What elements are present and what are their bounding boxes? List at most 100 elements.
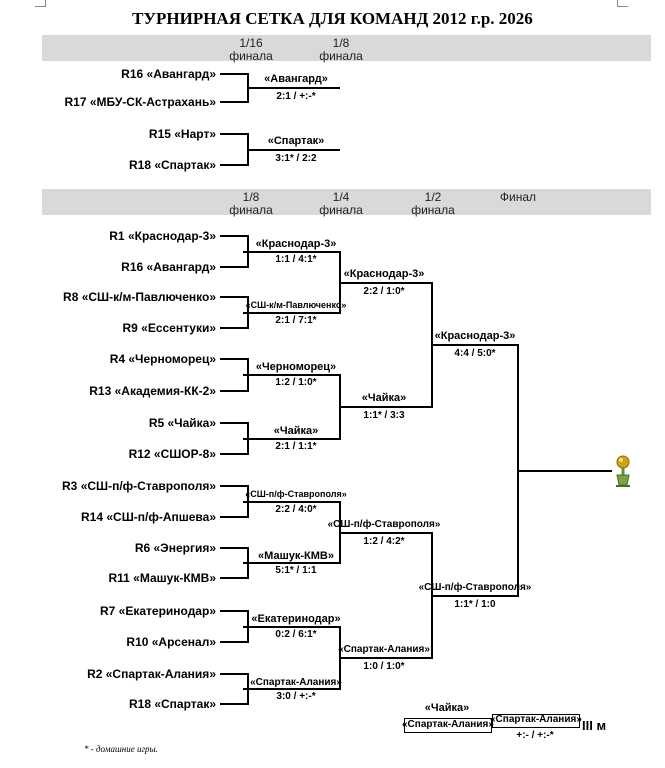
- team-line: [220, 235, 248, 237]
- winner-line: [248, 87, 340, 89]
- r16-winner-line: [248, 626, 340, 628]
- r16-winner-line: [248, 438, 340, 440]
- match-score: 4:4 / 5:0*: [454, 348, 496, 359]
- r16-winner-line: [248, 688, 340, 690]
- bracket-tick: [243, 374, 248, 376]
- qf-winner-line: [340, 532, 432, 534]
- team-line: [220, 358, 248, 360]
- footnote: * - домашние игры.: [84, 744, 158, 754]
- team-line: [220, 547, 248, 549]
- team-line: [220, 164, 248, 166]
- third-place-team-a: «Чайка»: [424, 702, 470, 714]
- r16-winner-line: [248, 312, 340, 314]
- third-place-team-b-box: [404, 718, 492, 733]
- bracket-tick: [243, 501, 248, 503]
- winner-name: «Екатеринодар»: [251, 613, 341, 625]
- match-score: 0:2 / 6:1*: [275, 629, 317, 640]
- winner-name: «СШ-п/ф-Ставрополя»: [327, 519, 441, 530]
- trophy-icon: [616, 455, 630, 487]
- third-place-winner: «Спартак-Алания»: [490, 714, 582, 725]
- winner-name: «СШ-к/м-Павлюченко»: [245, 300, 347, 310]
- winner-name: «Спартак-Алания»: [250, 677, 342, 688]
- winner-name: «Авангард»: [264, 73, 328, 85]
- team-label: R11 «Машук-КМВ»: [108, 571, 216, 585]
- bracket-tick: [243, 312, 248, 314]
- r16-winner-line: [248, 501, 340, 503]
- team-label: R3 «СШ-п/ф-Ставрополя»: [62, 479, 216, 493]
- third-place-winner-box: [492, 714, 580, 728]
- match-score: 2:1 / 7:1*: [275, 315, 317, 326]
- winner-name: «Чайка»: [273, 425, 319, 437]
- third-place-score: +:- / +:-*: [516, 730, 554, 741]
- team-label: R5 «Чайка»: [148, 416, 216, 430]
- winner-name: «Спартак»: [267, 135, 325, 147]
- qf-winner-line: [340, 406, 432, 408]
- team-label: R4 «Черноморец»: [109, 352, 216, 366]
- team-label: R16 «Авангард»: [121, 260, 216, 274]
- bracket-tick: [243, 562, 248, 564]
- team-label: R14 «СШ-п/ф-Апшева»: [81, 510, 216, 524]
- match-score: 1:2 / 1:0*: [275, 377, 317, 388]
- winner-name: «СШ-п/ф-Ставрополя»: [418, 582, 532, 593]
- bracket-tick: [243, 626, 248, 628]
- final-line: [518, 470, 612, 472]
- match-score: 1:0 / 1:0*: [363, 661, 405, 672]
- team-label: R9 «Ессентуки»: [122, 321, 216, 335]
- team-line: [220, 641, 248, 643]
- team-label: R18 «Спартак»: [128, 697, 216, 711]
- team-label: R2 «Спартак-Алания»: [87, 667, 216, 681]
- winner-name: «Машук-КМВ»: [258, 550, 334, 562]
- team-line: [220, 516, 248, 518]
- match-score: 1:1* / 3:3: [363, 410, 405, 421]
- team-line: [220, 453, 248, 455]
- winner-name: «Краснодар-3»: [434, 330, 516, 342]
- round-header-final: Финал: [499, 190, 537, 204]
- bracket-tick: [243, 438, 248, 440]
- page-title: ТУРНИРНАЯ СЕТКА ДЛЯ КОМАНД 2012 г.р. 202…: [132, 9, 533, 28]
- r16-winner-line: [248, 251, 340, 253]
- team-line: [220, 327, 248, 329]
- bracket-tick: [243, 688, 248, 690]
- team-label: R18 «Спартак»: [128, 158, 216, 172]
- winner-name: «Спартак-Алания»: [338, 644, 430, 655]
- match-score: 2:2 / 1:0*: [363, 286, 405, 297]
- header-band-1: [42, 35, 651, 61]
- team-label: R1 «Краснодар-3»: [109, 229, 216, 243]
- page-corner-mark: [617, 0, 628, 7]
- team-line: [220, 296, 248, 298]
- winner-name: «Чайка»: [361, 392, 407, 404]
- team-line: [220, 73, 248, 75]
- match-score: 2:1 / +:-*: [276, 91, 316, 102]
- team-line: [220, 266, 248, 268]
- team-line: [220, 422, 248, 424]
- team-line: [220, 610, 248, 612]
- match-score: 3:0 / +:-*: [276, 691, 316, 702]
- winner-name: «СШ-п/ф-Ставрополя»: [245, 489, 347, 499]
- team-label: R13 «Академия-КК-2»: [89, 384, 216, 398]
- header-band-2: [42, 189, 651, 215]
- winner-name: «Черноморец»: [255, 361, 337, 373]
- match-score: 2:2 / 4:0*: [275, 504, 317, 515]
- winner-name: «Краснодар-3»: [255, 238, 337, 250]
- team-label: R15 «Нарт»: [148, 127, 216, 141]
- third-place-team-b: «Спартак-Алания»: [402, 719, 494, 730]
- winner-line: [248, 149, 340, 151]
- winner-name: «Краснодар-3»: [343, 268, 425, 280]
- team-label: R8 «СШ-к/м-Павлюченко»: [63, 290, 216, 304]
- r16-winner-line: [248, 374, 340, 376]
- sf-winner-line: [432, 595, 518, 597]
- bracket-tick: [243, 251, 248, 253]
- team-line: [220, 485, 248, 487]
- match-score: 2:1 / 1:1*: [275, 441, 317, 452]
- match-score: 1:1 / 4:1*: [275, 254, 317, 265]
- team-line: [220, 673, 248, 675]
- team-label: R16 «Авангард»: [121, 67, 216, 81]
- team-line: [220, 577, 248, 579]
- team-label: R10 «Арсенал»: [126, 635, 216, 649]
- qf-winner-line: [340, 657, 432, 659]
